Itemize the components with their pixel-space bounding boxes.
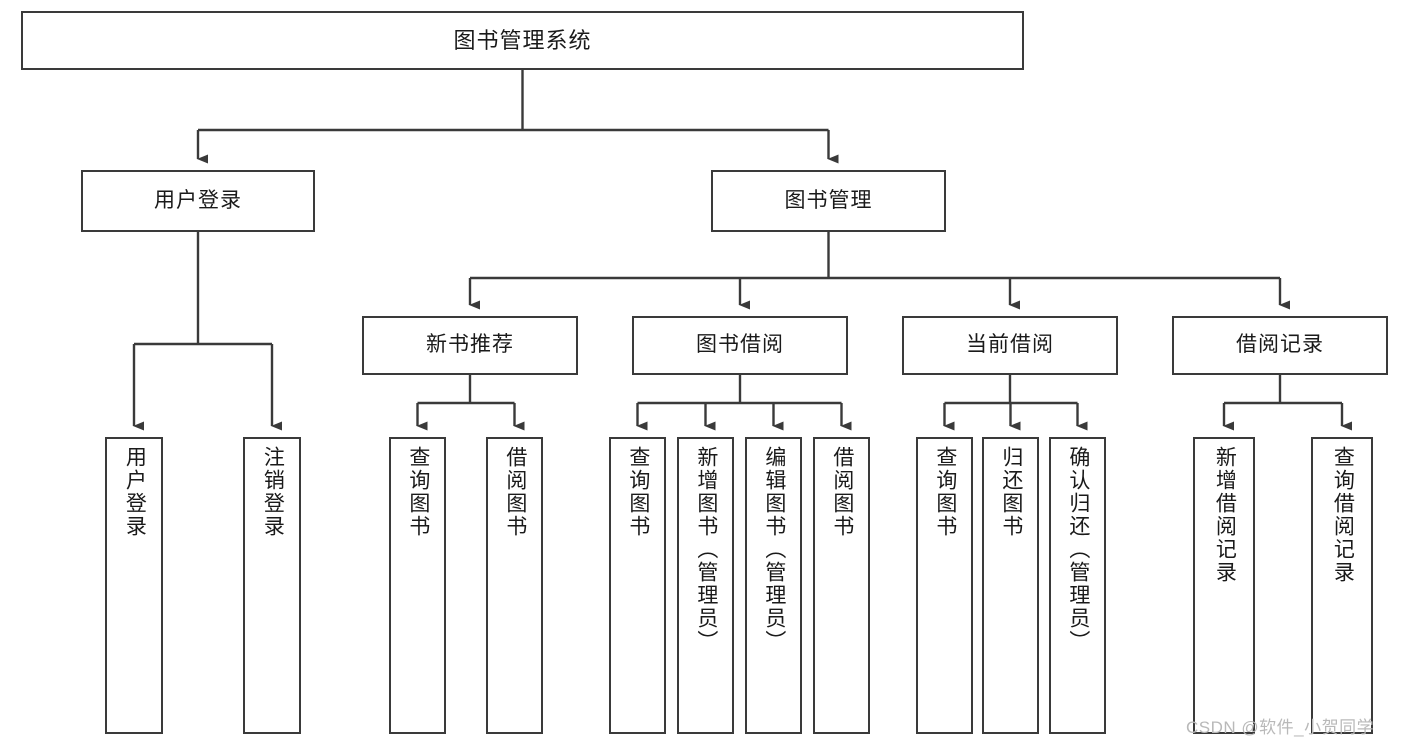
node-label: 查询图书 xyxy=(406,446,430,538)
node-borrow-record[interactable]: 借阅记录 xyxy=(1172,316,1388,375)
node-label: 查询借阅记录 xyxy=(1331,446,1355,584)
node-label: 借阅图书 xyxy=(503,446,527,538)
node-current-borrow[interactable]: 当前借阅 xyxy=(902,316,1118,375)
node-label: 借阅图书 xyxy=(830,446,854,538)
node-label: 新书推荐 xyxy=(426,333,514,357)
node-label: 确认归还（管理员） xyxy=(1066,446,1090,653)
node-leaf-recommend-query-book[interactable]: 查询图书 xyxy=(389,437,446,734)
node-leaf-current-confirm-return[interactable]: 确认归还（管理员） xyxy=(1049,437,1106,734)
watermark: CSDN @软件_小贺同学 xyxy=(1186,718,1375,737)
node-leaf-user-logout[interactable]: 注销登录 xyxy=(243,437,301,734)
node-label: 注销登录 xyxy=(261,446,285,538)
node-label: 新增图书（管理员） xyxy=(694,446,718,653)
node-label: 用户登录 xyxy=(154,188,242,212)
node-label: 当前借阅 xyxy=(966,333,1054,357)
node-label: 查询图书 xyxy=(933,446,957,538)
node-new-book-recommend[interactable]: 新书推荐 xyxy=(362,316,578,375)
node-book-manage[interactable]: 图书管理 xyxy=(711,170,946,232)
node-leaf-borrow-edit-book[interactable]: 编辑图书（管理员） xyxy=(745,437,802,734)
node-label: 新增借阅记录 xyxy=(1213,446,1237,584)
node-leaf-recommend-borrow-book[interactable]: 借阅图书 xyxy=(486,437,543,734)
node-label: 用户登录 xyxy=(123,446,147,538)
node-book-borrow[interactable]: 图书借阅 xyxy=(632,316,848,375)
node-label: 借阅记录 xyxy=(1236,333,1324,357)
node-root[interactable]: 图书管理系统 xyxy=(21,11,1024,70)
node-leaf-borrow-add-book[interactable]: 新增图书（管理员） xyxy=(677,437,734,734)
node-label: 查询图书 xyxy=(626,446,650,538)
node-leaf-record-add[interactable]: 新增借阅记录 xyxy=(1193,437,1255,734)
node-label: 归还图书 xyxy=(999,446,1023,538)
node-label: 图书借阅 xyxy=(696,333,784,357)
node-leaf-user-login[interactable]: 用户登录 xyxy=(105,437,163,734)
node-leaf-current-return-book[interactable]: 归还图书 xyxy=(982,437,1039,734)
node-label: 图书管理系统 xyxy=(453,27,592,53)
node-leaf-borrow-query-book[interactable]: 查询图书 xyxy=(609,437,666,734)
node-label: 图书管理 xyxy=(784,188,873,212)
node-user-login[interactable]: 用户登录 xyxy=(81,170,315,232)
node-label: 编辑图书（管理员） xyxy=(762,446,786,653)
node-leaf-current-query-book[interactable]: 查询图书 xyxy=(916,437,973,734)
node-leaf-record-query[interactable]: 查询借阅记录 xyxy=(1311,437,1373,734)
node-leaf-borrow-borrow-book[interactable]: 借阅图书 xyxy=(813,437,870,734)
